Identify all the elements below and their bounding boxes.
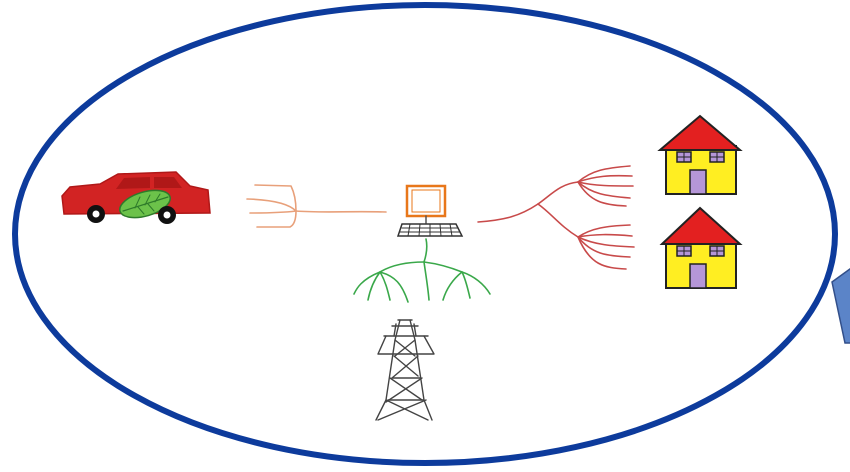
transmission-tower-icon [376, 320, 434, 420]
car-to-computer-wires [247, 185, 386, 227]
computer-to-houses-wires [478, 166, 634, 269]
computer-icon [398, 186, 462, 236]
car-icon [62, 172, 210, 224]
computer-to-grid-wires [354, 239, 490, 302]
house-icon-top [660, 116, 740, 194]
callout-shape [832, 266, 850, 343]
house-icon-bottom [662, 208, 740, 288]
